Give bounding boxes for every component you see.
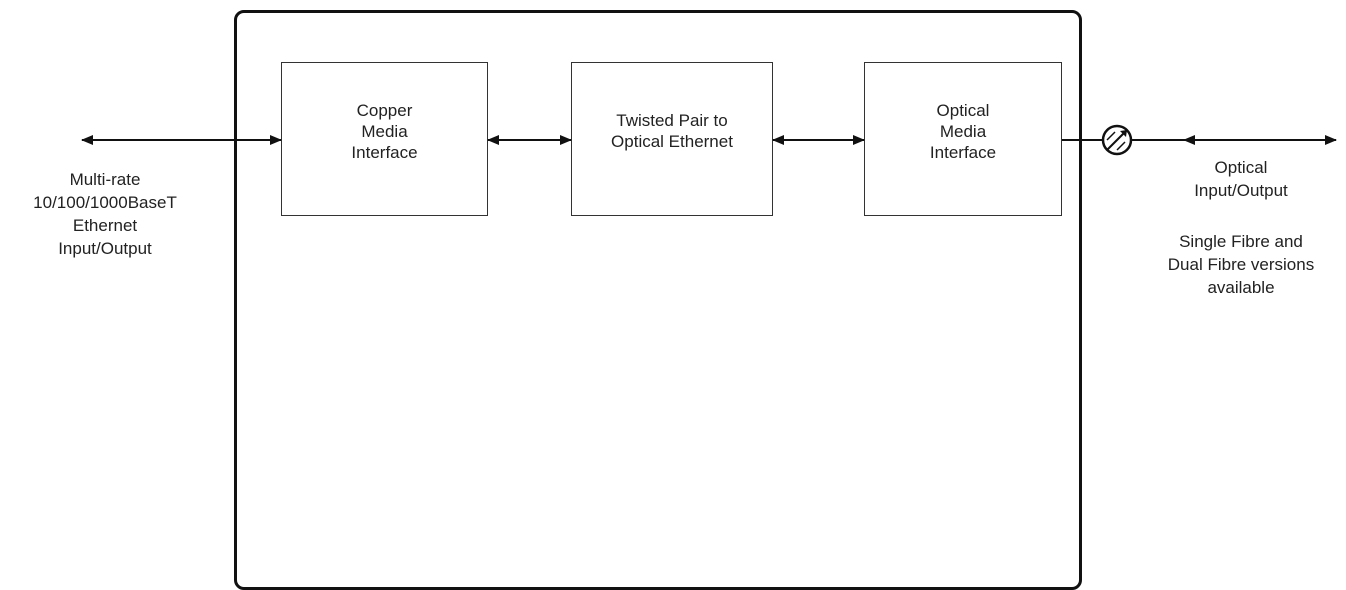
copper-media-interface-block: Copper Media Interface [281,62,488,216]
connection-lines [81,124,1337,156]
twisted-pair-to-optical-block: Twisted Pair to Optical Ethernet [571,62,773,216]
fibre-versions-note: Single Fibre and Dual Fibre versions ava… [1167,232,1315,297]
copper-media-interface-label: Copper Media Interface [351,100,418,162]
optical-media-interface-block: Optical Media Interface [864,62,1062,216]
optical-connector-icon [1101,124,1133,156]
ethernet-io-label: Multi-rate 10/100/1000BaseT Ethernet Inp… [33,170,177,258]
optical-io-label: Optical Input/Output [1194,158,1288,200]
optical-media-interface-label: Optical Media Interface [929,100,997,162]
twisted-pair-to-optical-label: Twisted Pair to Optical Ethernet [611,111,733,151]
